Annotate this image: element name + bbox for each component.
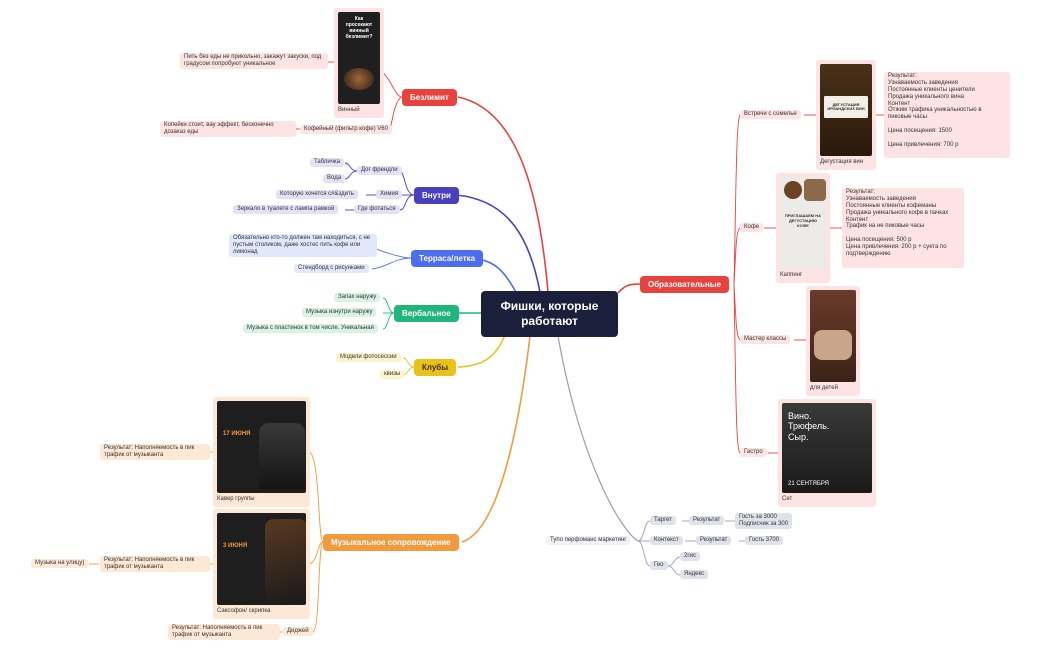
edu-coffee[interactable]: Кофе <box>740 223 764 232</box>
wine-plate-image <box>344 68 374 90</box>
cover-band-card[interactable]: 17 ИЮНЯ Кавер группы <box>213 397 310 507</box>
wine-poster-text: Как просекают винный безлимит? <box>345 16 373 40</box>
edu-gastro[interactable]: Гастро <box>740 448 767 457</box>
central-topic-label: Фишки, которые работают <box>500 299 599 328</box>
wine-tasting-card[interactable]: ДЕГУСТАЦИЯ ИРЛАНДСКИХ ВИН Дегустация вин <box>816 60 876 170</box>
kids-masterclass-hands <box>814 330 852 360</box>
branch-clubs[interactable]: Клубы <box>414 359 457 377</box>
clubs-item-photoshoot[interactable]: Модели фотосессии <box>336 353 401 362</box>
gastro-poster: Вино. Трюфель. Сыр. 21 СЕНТЯБРЯ <box>782 403 872 493</box>
wine-tasting-caption: Дегустация вин <box>820 159 864 165</box>
terrace-standboard[interactable]: Стендборд с рисунками <box>294 264 369 273</box>
branch-edu[interactable]: Образовательные <box>640 276 730 294</box>
sax-player-image <box>265 519 306 603</box>
verbal-item-smell[interactable]: Запах наружу <box>334 293 381 302</box>
chemistry[interactable]: Химия <box>376 190 403 199</box>
coffee-cup-image <box>784 181 802 199</box>
wine-poster-image: Как просекают винный безлимит? <box>338 12 380 104</box>
gastro-poster-date: 21 СЕНТЯБРЯ <box>788 481 830 487</box>
cupping-caption: Каппинг <box>780 272 803 278</box>
kids-masterclass-caption: для детей <box>810 385 838 391</box>
music-result-3[interactable]: Результат: Наполняемость в пик трафик от… <box>168 624 280 640</box>
wine-tasting-poster: ДЕГУСТАЦИЯ ИРЛАНДСКИХ ВИН <box>820 64 872 156</box>
music-result-2[interactable]: Результат: Наполняемость в пик трафик от… <box>100 556 210 572</box>
photo-spot[interactable]: Где фотаться <box>354 205 400 214</box>
dog-friendly[interactable]: Дог френдли <box>357 166 402 175</box>
perf-target-value[interactable]: Гость за 3000 Подписчик за 300 <box>735 513 793 529</box>
coffee-note[interactable]: Копейки стоит, вау эффект, бесконечно до… <box>160 121 296 137</box>
gastro-set-card[interactable]: Вино. Трюфель. Сыр. 21 СЕНТЯБРЯ Сет <box>778 399 876 507</box>
branch-vnutri[interactable]: Внутри <box>414 187 459 205</box>
branch-terrace[interactable]: Терраса/летка <box>411 250 484 268</box>
terrace-note[interactable]: Обязательно кто-то должен там находиться… <box>229 234 377 257</box>
sax-date: 3 ИЮНЯ <box>223 543 248 549</box>
verbal-item-music-out[interactable]: Музыка изнутри наружу <box>302 308 377 317</box>
gastro-set-caption: Сет <box>782 496 793 502</box>
sommelier-result[interactable]: Результат: Узнаваемость заведения Постоя… <box>884 72 1010 158</box>
perf-context[interactable]: Контекст <box>650 536 683 545</box>
kids-masterclass-image <box>810 290 856 382</box>
photo-spot-item[interactable]: Зеркало в туалете с лампа рамкой <box>233 205 339 214</box>
cover-band-caption: Кавер группы <box>217 496 255 502</box>
branch-clubs-line <box>457 334 506 368</box>
sax-card[interactable]: 3 ИЮНЯ Саксофон/ скрипка <box>213 509 310 619</box>
music-result-1[interactable]: Результат: Наполняемость в пик трафик от… <box>100 444 210 460</box>
wine-note[interactable]: Пить без еды не прикольно, закажут закус… <box>180 53 328 69</box>
edu-masterclass[interactable]: Мастер классы <box>740 335 791 344</box>
music-street[interactable]: Музыка на улицу) <box>31 559 89 568</box>
branch-bezlimit[interactable]: Безлимит <box>402 89 457 107</box>
band-people-image <box>259 423 305 489</box>
perf-context-value[interactable]: Гость 3700 <box>745 536 784 545</box>
gastro-poster-title: Вино. Трюфель. Сыр. <box>788 411 830 442</box>
perf-target-result[interactable]: Результат <box>689 516 725 525</box>
sax-caption: Саксофон/ скрипка <box>217 608 271 614</box>
dog-item-sign[interactable]: Табличка <box>310 158 344 167</box>
clubs-item-quiz[interactable]: квизы <box>380 370 405 379</box>
cover-band-poster: 17 ИЮНЯ <box>217 401 306 493</box>
cupping-poster: ПРИГЛАШАЕМ НА ДЕГУСТАЦИЮ КОФЕ <box>780 177 826 269</box>
perf-context-result[interactable]: Результат <box>696 536 732 545</box>
coffee-beans-image <box>804 179 826 201</box>
dog-item-water[interactable]: Вода <box>323 174 346 183</box>
branch-vnutri-line <box>455 194 541 293</box>
cupping-poster-text: ПРИГЛАШАЕМ НА ДЕГУСТАЦИЮ КОФЕ <box>784 213 822 228</box>
edu-sommelier[interactable]: Встречи с сомелье <box>740 110 801 119</box>
branch-bezlimit-line <box>457 96 549 293</box>
perf-geo-2gis[interactable]: 2гис <box>680 552 700 561</box>
perf-marketing[interactable]: Тупо перфоманс маркетинг <box>546 536 631 545</box>
branch-edu-line <box>617 283 641 294</box>
kids-masterclass-card[interactable]: для детей <box>806 286 860 396</box>
perf-geo-yandex[interactable]: Яндекс <box>680 570 709 579</box>
cover-band-date: 17 ИЮНЯ <box>223 431 251 437</box>
music-dj[interactable]: Диджей <box>283 627 313 636</box>
branch-music[interactable]: Музыкальное сопровождение <box>323 534 459 552</box>
wine-tasting-label: ДЕГУСТАЦИЯ ИРЛАНДСКИХ ВИН <box>824 96 868 118</box>
wine-unlimited-card[interactable]: Как просекают винный безлимит? Винный <box>334 8 384 118</box>
coffee-unlimited[interactable]: Кофейный (фильтр кофе) V60 <box>300 125 392 134</box>
branch-music-line <box>461 335 531 543</box>
verbal-item-vinyl[interactable]: Музыка с пластинок в том числе. Уникальн… <box>243 324 378 333</box>
coffee-result[interactable]: Результат: Узнаваемость заведения Постоя… <box>842 188 964 268</box>
central-topic[interactable]: Фишки, которые работают <box>481 291 618 337</box>
branch-verbal[interactable]: Вербальное <box>394 305 459 323</box>
perf-target[interactable]: Таргет <box>650 516 677 525</box>
chemistry-item[interactable]: Которую хочется с#&здить <box>276 190 358 199</box>
wine-tasting-poster-text: ДЕГУСТАЦИЯ ИРЛАНДСКИХ ВИН <box>827 101 865 111</box>
cupping-card[interactable]: ПРИГЛАШАЕМ НА ДЕГУСТАЦИЮ КОФЕ Каппинг <box>776 173 830 283</box>
perf-geo[interactable]: Гео <box>650 561 668 570</box>
sax-poster: 3 ИЮНЯ <box>217 513 306 605</box>
wine-card-caption: Винный <box>338 107 360 113</box>
branch-perf-line <box>557 335 639 542</box>
